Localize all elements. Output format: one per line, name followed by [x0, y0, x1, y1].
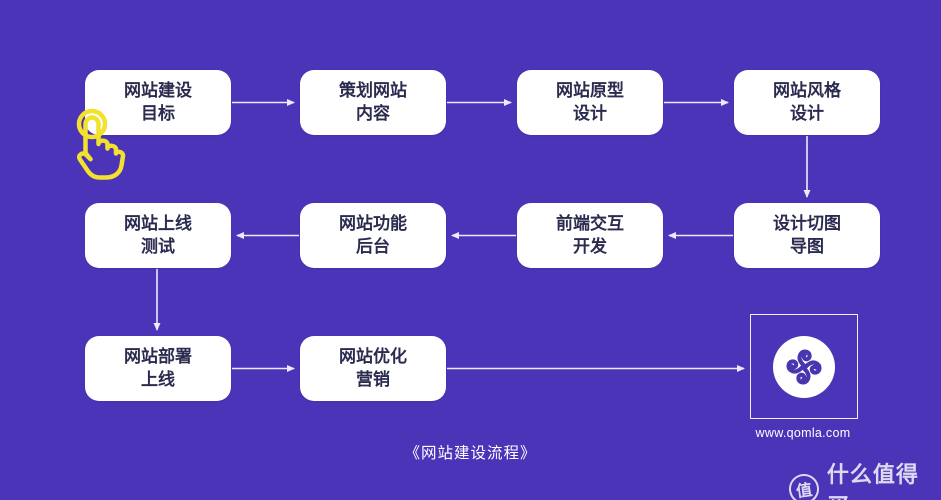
node-prototype-design: 网站原型 设计	[517, 70, 663, 135]
node-plan-content: 策划网站 内容	[300, 70, 446, 135]
smzdm-badge-icon: 值	[787, 472, 821, 500]
node-label: 网站上线	[124, 214, 192, 234]
qomla-logo-icon	[773, 335, 835, 398]
node-deploy-launch: 网站部署 上线	[85, 336, 231, 401]
node-backend-features: 网站功能 后台	[300, 203, 446, 268]
node-label: 目标	[141, 103, 175, 123]
node-label: 设计切图	[773, 214, 841, 234]
node-label: 营销	[356, 369, 390, 389]
smzdm-brand-text: 什么值得买	[826, 462, 919, 500]
qomla-logo-box	[750, 314, 858, 419]
node-label: 网站功能	[339, 214, 407, 234]
smzdm-watermark: 值 什么值得买	[787, 457, 941, 500]
node-label: 网站优化	[339, 347, 407, 367]
node-label: 开发	[573, 236, 607, 256]
node-label: 上线	[141, 369, 175, 389]
node-label: 内容	[356, 103, 390, 123]
node-website-goal: 网站建设 目标	[85, 70, 231, 135]
node-design-slicing: 设计切图 导图	[734, 203, 880, 268]
node-style-design: 网站风格 设计	[734, 70, 880, 135]
node-label: 设计	[573, 103, 607, 123]
node-label: 前端交互	[556, 214, 624, 234]
qomla-site-url: www.qomla.com	[755, 426, 851, 440]
node-label: 设计	[790, 103, 824, 123]
node-label: 导图	[790, 236, 824, 256]
diagram-caption: 《网站建设流程》	[404, 445, 537, 462]
node-label: 后台	[356, 236, 390, 256]
node-label: 测试	[141, 236, 175, 256]
node-frontend-dev: 前端交互 开发	[517, 203, 663, 268]
tap-hand-icon	[76, 108, 126, 180]
node-label: 网站建设	[124, 81, 192, 101]
node-label: 网站风格	[773, 81, 841, 101]
node-label: 网站部署	[124, 347, 192, 367]
node-label: 策划网站	[339, 81, 407, 101]
clover-swirl-icon	[786, 348, 822, 385]
node-optimization-marketing: 网站优化 营销	[300, 336, 446, 401]
node-launch-testing: 网站上线 测试	[85, 203, 231, 268]
node-label: 网站原型	[556, 81, 624, 101]
